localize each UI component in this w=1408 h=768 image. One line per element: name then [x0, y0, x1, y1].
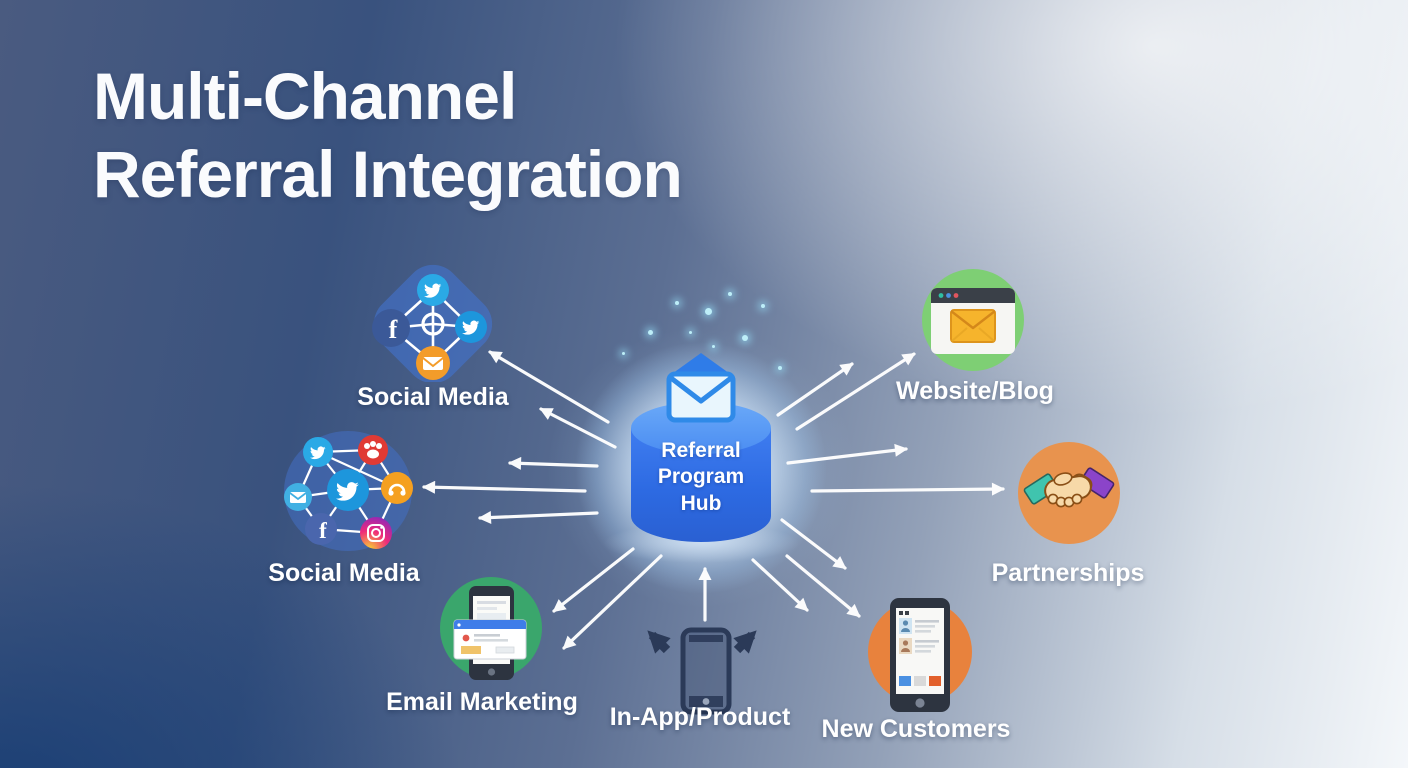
- arrow-hub-right-short: [786, 443, 908, 465]
- browser-envelope-icon: [922, 269, 1024, 371]
- facebook-icon: f: [372, 309, 410, 347]
- node-partnerships: [1014, 438, 1124, 553]
- inapp-share-arrow-left: [647, 630, 671, 654]
- arrow-hub-to-new-customers: [785, 554, 861, 618]
- sparkle-dot: [689, 331, 692, 334]
- arrow-hub-to-social-top: [488, 350, 610, 424]
- email-icon: [416, 346, 450, 380]
- browser-title-bar: [931, 288, 1015, 303]
- sparkle-dot: [712, 345, 715, 348]
- social-network-icon: f: [284, 431, 413, 551]
- arrow-hub-down-left: [562, 554, 663, 650]
- phone-contacts-icon: [868, 598, 972, 712]
- hub-label: Referral Program Hub: [657, 439, 745, 515]
- node-email-marketing: [436, 574, 548, 707]
- referral-program-hub: [631, 402, 771, 542]
- label-social-media-top: Social Media: [357, 383, 509, 411]
- facebook-icon: f: [305, 513, 337, 545]
- title-line-1: Multi-Channel: [93, 59, 517, 133]
- node-new-customers: [862, 592, 978, 725]
- arrow-hub-down-right: [751, 558, 809, 612]
- page-title: Multi-Channel Referral Integration: [93, 58, 683, 214]
- red-badge-icon: [358, 435, 388, 465]
- label-website-blog: Website/Blog: [896, 377, 1054, 405]
- label-email-marketing: Email Marketing: [386, 688, 578, 716]
- node-social-media-top: f: [357, 262, 509, 387]
- sparkle-dot: [675, 301, 679, 305]
- sparkle-dot: [761, 304, 765, 308]
- envelope-icon: [666, 353, 736, 423]
- svg-text:f: f: [319, 518, 327, 543]
- sparkle-dot: [742, 335, 748, 341]
- inapp-share-arrow-right: [733, 630, 757, 654]
- arrow-hub-left-lower: [478, 511, 599, 525]
- profile-card: [899, 638, 939, 654]
- label-partnerships: Partnerships: [991, 559, 1145, 587]
- phone-email-icon: [440, 577, 542, 680]
- label-new-customers: New Customers: [821, 715, 1011, 743]
- headset-icon: [381, 472, 413, 504]
- twitter-icon: [455, 311, 487, 343]
- arrow-hub-to-website: [795, 352, 916, 431]
- twitter-icon: [327, 469, 369, 511]
- arrow-hub-right-lower: [780, 518, 847, 570]
- label-social-media-left: Social Media: [268, 559, 420, 587]
- arrow-hub-left-short: [508, 456, 599, 470]
- instagram-icon: [360, 517, 392, 549]
- sparkle-dot: [778, 366, 782, 370]
- arrow-hub-to-social-left: [422, 480, 587, 494]
- sparkle-dot: [648, 330, 653, 335]
- phone-share-icon: [680, 627, 732, 715]
- arrow-hub-right-upper: [776, 362, 854, 417]
- envelope-icon: [950, 309, 996, 343]
- email-window: [453, 619, 527, 660]
- sparkle-dot: [622, 352, 625, 355]
- profile-card: [899, 618, 939, 634]
- node-in-app-product: [628, 608, 778, 723]
- node-social-media-left: f: [272, 425, 424, 560]
- svg-text:f: f: [389, 315, 398, 344]
- title-line-2: Referral Integration: [93, 136, 683, 211]
- label-in-app-product: In-App/Product: [609, 703, 791, 731]
- network-center-node: [421, 312, 445, 336]
- twitter-icon: [417, 274, 449, 306]
- arrow-hub-to-email-marketing: [552, 547, 635, 613]
- node-website-blog: [917, 264, 1029, 381]
- arrow-hub-to-partnerships: [810, 482, 1005, 496]
- sparkle-dot: [728, 292, 732, 296]
- social-network-icon: f: [372, 264, 493, 384]
- email-icon: [284, 483, 312, 511]
- handshake-icon: [1018, 442, 1120, 544]
- right-sleeve: [1079, 467, 1115, 499]
- twitter-icon: [303, 437, 333, 467]
- sparkle-dot: [705, 308, 712, 315]
- arrow-hub-left-upper: [539, 407, 617, 449]
